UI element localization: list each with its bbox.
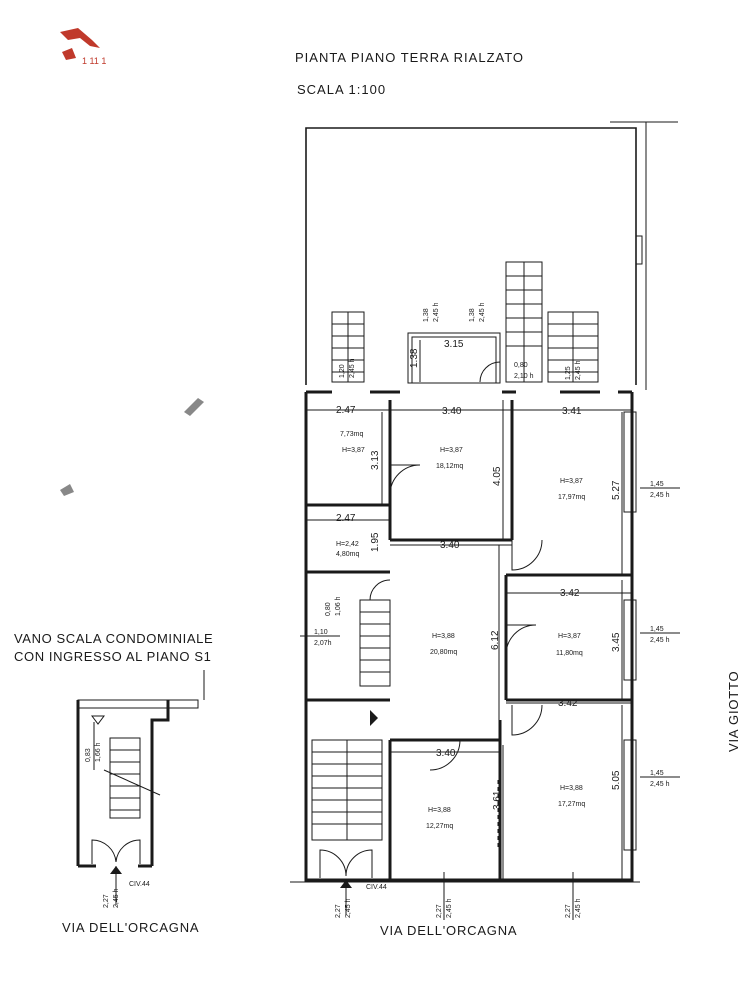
opening-left2-width: 1,10	[314, 629, 328, 636]
plan-scale: SCALA 1:100	[297, 82, 386, 97]
room-8-area: 17,27mq	[558, 801, 585, 808]
room-1-height: H=3,87	[342, 447, 365, 454]
smudge	[184, 398, 204, 416]
opening-top5-height: 2,45 h	[575, 360, 582, 380]
room-1-area: 7,73mq	[340, 431, 363, 438]
room-6-height: H=3,87	[558, 633, 581, 640]
room-7-height: H=3,88	[428, 807, 451, 814]
room-4-area: 4,80mq	[336, 551, 359, 558]
dim-3-61: 3.61	[492, 790, 503, 810]
opening-right3-height: 2,45 h	[650, 781, 670, 788]
dim-5-27: 5.27	[611, 480, 622, 500]
dim-6-12: 6.12	[490, 630, 501, 650]
opening-top5-width: 1,25	[565, 366, 572, 380]
opening-top1-height: 2,45 h	[349, 358, 356, 378]
street-label-right: VIA GIOTTO	[726, 671, 741, 752]
civ-left: CIV.44	[129, 881, 150, 888]
logo-stamp: 1 11 1	[60, 28, 106, 66]
side-title-line2: CON INGRESSO AL PIANO S1	[14, 649, 211, 664]
opening-right2-height: 2,45 h	[650, 637, 670, 644]
dim-3-45: 3.45	[611, 632, 622, 652]
dim-3-13: 3.13	[370, 450, 381, 470]
opening-bot2-width: 2,27	[436, 904, 443, 918]
opening-top1-width: 1,20	[339, 364, 346, 378]
balcony	[407, 332, 501, 384]
dimension-lines	[300, 340, 680, 920]
opening-side2-height: 2,45 h	[113, 888, 120, 908]
opening-left2-height: 2,07h	[314, 640, 332, 647]
dim-3-40-b: 3.40	[440, 540, 460, 551]
room-5-area: 20,80mq	[430, 649, 457, 656]
dim-2-47-a: 2.47	[336, 405, 356, 416]
opening-right2-width: 1,45	[650, 626, 664, 633]
dim-4-05: 4.05	[492, 466, 503, 486]
opening-top4-height: 2,10 h	[514, 373, 534, 380]
svg-text:1 11 1: 1 11 1	[82, 56, 106, 66]
opening-bot1-height: 2,45 h	[345, 898, 352, 918]
room-7-area: 12,27mq	[426, 823, 453, 830]
opening-top4-width: 0,80	[514, 362, 528, 369]
room-6-area: 11,80mq	[556, 650, 583, 657]
opening-top3-width: 1,38	[469, 308, 476, 322]
opening-bot1-width: 2,27	[335, 904, 342, 918]
opening-top2-height: 2,45 h	[433, 302, 440, 322]
doors	[369, 361, 543, 771]
opening-bot2-height: 2,45 h	[446, 898, 453, 918]
opening-top3-height: 2,45 h	[479, 302, 486, 322]
dim-3-40-c: 3.40	[436, 748, 456, 759]
interior-stair	[311, 599, 391, 915]
opening-side1-width: 0,83	[85, 748, 92, 762]
room-2-area: 18,12mq	[436, 463, 463, 470]
dim-3-40-a: 3.40	[442, 406, 462, 417]
opening-side2-width: 2,27	[103, 894, 110, 908]
dim-3-42-b: 3.42	[558, 698, 578, 709]
opening-right1-width: 1,45	[650, 481, 664, 488]
smudge	[60, 484, 74, 496]
opening-right1-height: 2,45 h	[650, 492, 670, 499]
side-title-line1: VANO SCALA CONDOMINIALE	[14, 631, 213, 646]
courtyard-stairs	[331, 261, 599, 383]
dim-3-42-a: 3.42	[560, 588, 580, 599]
opening-top2-width: 1,38	[423, 308, 430, 322]
courtyard	[305, 121, 678, 390]
opening-left1-height: 1,06 h	[335, 596, 342, 616]
room-5-height: H=3,88	[432, 633, 455, 640]
dim-2-47-b: 2.47	[336, 513, 356, 524]
dim-3-41: 3.41	[562, 406, 582, 417]
side-stair-plan	[76, 670, 205, 905]
opening-right3-width: 1,45	[650, 770, 664, 777]
room-8-height: H=3,88	[560, 785, 583, 792]
civ-main: CIV.44	[366, 884, 387, 891]
opening-bot3-height: 2,45 h	[575, 898, 582, 918]
room-2-height: H=3,87	[440, 447, 463, 454]
street-label-left: VIA DELL'ORCAGNA	[62, 920, 199, 935]
street-label-main: VIA DELL'ORCAGNA	[380, 923, 517, 938]
opening-side1-height: 1,66 h	[95, 742, 102, 762]
room-4-height: H=2,42	[336, 541, 359, 548]
plan-title: PIANTA PIANO TERRA RIALZATO	[295, 50, 524, 65]
dim-1-38: 1.38	[409, 348, 420, 368]
opening-left1-width: 0,80	[325, 602, 332, 616]
exterior-walls	[290, 390, 640, 883]
opening-bot3-width: 2,27	[565, 904, 572, 918]
dim-1-95: 1.95	[370, 532, 381, 552]
dim-3-15: 3.15	[444, 339, 464, 350]
room-3-height: H=3,87	[560, 478, 583, 485]
dim-5-05: 5.05	[611, 770, 622, 790]
room-3-area: 17,97mq	[558, 494, 585, 501]
interior-walls	[306, 400, 632, 880]
